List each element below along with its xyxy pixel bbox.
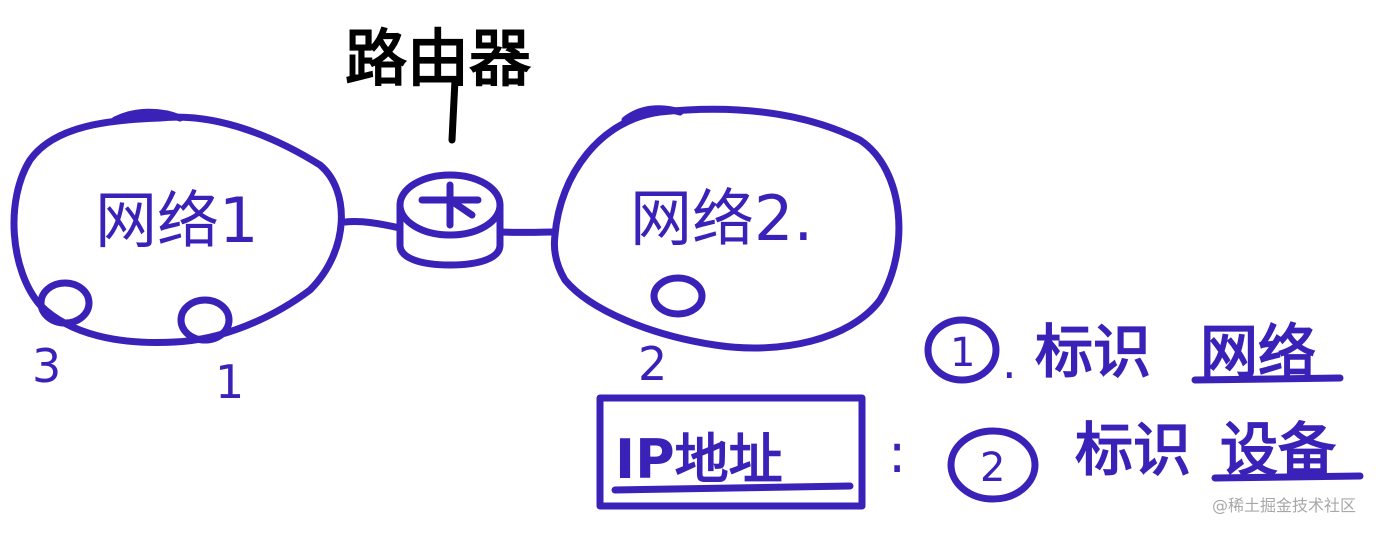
note-1-dot: .	[1002, 335, 1017, 389]
device-number-3: 3	[32, 339, 61, 393]
router-body	[396, 201, 504, 269]
note-1-underline	[1191, 374, 1344, 384]
note-2-number: 2	[980, 445, 1005, 491]
router-top	[396, 171, 504, 239]
ip-colon: :	[888, 422, 906, 485]
router-label: 路由器	[345, 22, 532, 95]
device-3	[37, 279, 93, 327]
device-number-1: 1	[215, 355, 244, 409]
network2-cloud-bump	[621, 105, 684, 124]
watermark: @稀土掘金技术社区	[1211, 496, 1356, 515]
network1-cloud-bump	[111, 108, 184, 124]
ip-label: IP地址	[615, 428, 783, 491]
device-2	[650, 274, 706, 318]
note-2-circle	[947, 427, 1039, 503]
note-1-circle	[924, 316, 1000, 384]
device-number-2: 2	[638, 337, 667, 391]
note-2: 2 标识 设备	[947, 416, 1364, 503]
router-pointer-line	[448, 76, 459, 144]
note-2-underline	[1211, 472, 1364, 482]
router-arrows	[418, 181, 482, 229]
network1-cloud	[10, 113, 345, 346]
note-1-underlined: 网络	[1200, 318, 1316, 386]
ip-label-underline	[611, 482, 854, 494]
network1-label: 网络1	[95, 184, 258, 257]
note-1: 1 . 标识 网络	[924, 316, 1344, 389]
note-2-underlined: 设备	[1220, 416, 1337, 484]
router	[396, 171, 504, 269]
network2-label: 网络2.	[630, 182, 813, 255]
note-1-number: 1	[950, 330, 975, 376]
link-network1-router	[341, 218, 404, 232]
ip-label-box	[596, 394, 866, 510]
device-1	[177, 296, 233, 344]
note-2-text: 标识	[1075, 416, 1191, 484]
note-1-text: 标识	[1035, 318, 1151, 386]
